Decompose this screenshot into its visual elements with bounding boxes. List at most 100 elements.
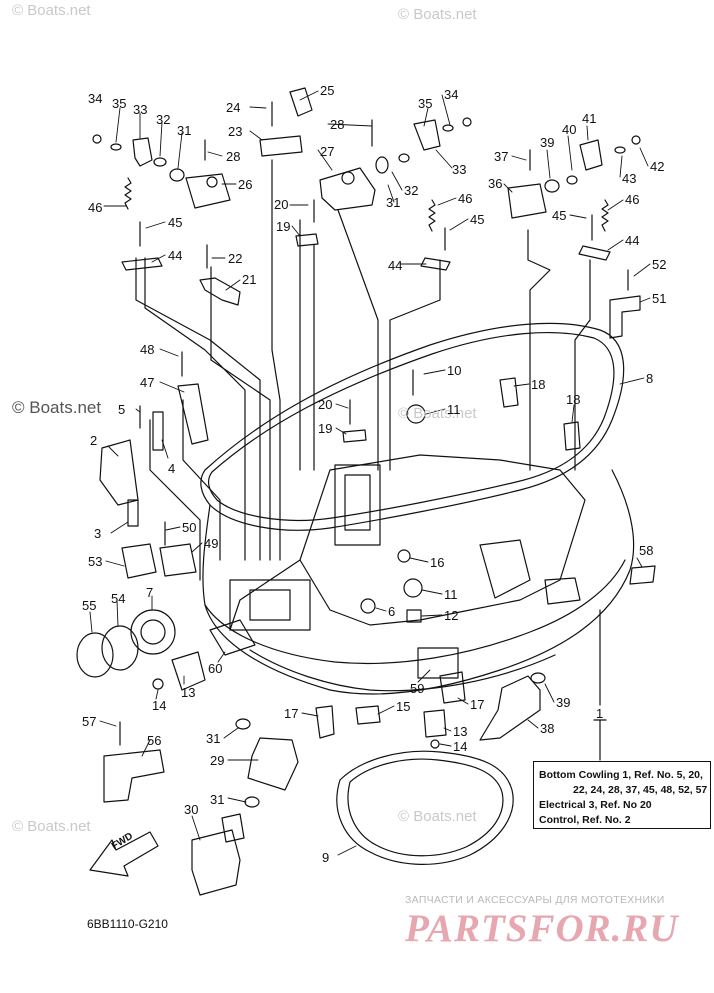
callout-number: 31 xyxy=(206,731,221,746)
ref-line xyxy=(337,209,379,471)
clamp-25 xyxy=(289,87,313,117)
callout-number: 38 xyxy=(540,721,555,736)
spring-46 xyxy=(601,199,609,232)
leader-line xyxy=(165,526,181,531)
plate-60 xyxy=(209,619,256,656)
leader-line xyxy=(391,171,403,191)
leader-line xyxy=(527,719,539,729)
ref-line xyxy=(389,259,441,471)
grommet-17 xyxy=(439,671,466,704)
grommet-31 xyxy=(244,796,260,808)
callout-number: 35 xyxy=(418,96,433,111)
callout-number: 52 xyxy=(652,257,667,272)
leader-line xyxy=(99,720,117,727)
grommet-13 xyxy=(423,709,447,738)
callout-number: 57 xyxy=(82,714,97,729)
callout-number: 51 xyxy=(652,291,667,306)
cover-30 xyxy=(191,829,241,896)
leader-line xyxy=(607,239,624,251)
clip-33 xyxy=(132,137,153,167)
block-27-boss xyxy=(341,171,355,185)
bracket-47 xyxy=(177,383,209,445)
callout-number: 4 xyxy=(168,461,176,476)
callout-number: 34 xyxy=(444,87,459,102)
leader-line xyxy=(423,107,429,127)
bracket-56 xyxy=(103,749,165,803)
leader-line xyxy=(116,600,119,627)
bracket-44 xyxy=(578,245,611,261)
grommet-54 xyxy=(101,625,139,671)
clip-41 xyxy=(579,139,603,171)
bracket-44 xyxy=(420,257,451,271)
leader-line xyxy=(161,439,169,459)
callout-number: 5 xyxy=(118,402,126,417)
lower-seal-inner xyxy=(347,758,504,857)
inner-bracket-slot xyxy=(344,474,371,531)
leader-line xyxy=(409,557,429,563)
leader-line xyxy=(423,369,446,375)
block-27 xyxy=(319,167,376,211)
leader-line xyxy=(375,607,387,612)
callout-number: 13 xyxy=(181,685,196,700)
callout-number: 16 xyxy=(430,555,445,570)
callout-number: 37 xyxy=(494,149,509,164)
grommet-11 xyxy=(406,404,426,424)
leader-line xyxy=(227,797,247,803)
callout-number: 27 xyxy=(320,144,335,159)
leader-line xyxy=(223,727,239,739)
leader-line xyxy=(135,408,141,413)
leader-line xyxy=(177,132,183,169)
leader-line xyxy=(425,408,446,415)
ref-line xyxy=(144,257,246,561)
callout-number: 7 xyxy=(146,585,154,600)
leader-line xyxy=(249,106,267,109)
ring-32 xyxy=(153,157,167,167)
connector-7-face xyxy=(140,619,166,645)
watermark: © Boats.net xyxy=(398,405,477,422)
leader-line xyxy=(387,184,395,203)
callout-number: 58 xyxy=(639,543,654,558)
callout-number: 14 xyxy=(152,698,167,713)
callout-number: 2 xyxy=(90,433,98,448)
block-26 xyxy=(185,173,231,209)
callout-number: 32 xyxy=(404,183,419,198)
callout-number: 13 xyxy=(453,724,468,739)
clip-53 xyxy=(121,543,157,579)
clip-3 xyxy=(127,499,139,527)
leader-line xyxy=(377,705,395,715)
brand-tagline: ЗАПЧАСТИ И АКСЕССУАРЫ ДЛЯ МОТОТЕХНИКИ xyxy=(405,894,665,906)
callout-number: 36 xyxy=(488,176,503,191)
cowling-lower-lip xyxy=(204,559,626,665)
leader-line xyxy=(217,651,226,663)
leader-line xyxy=(619,377,645,385)
callout-number: 21 xyxy=(242,272,257,287)
inner-bracket xyxy=(334,464,381,546)
leader-line xyxy=(417,669,431,683)
part-6 xyxy=(360,598,376,614)
ref-line xyxy=(527,229,551,471)
callout-number: 33 xyxy=(133,102,148,117)
leader-line xyxy=(607,199,624,211)
leader-line xyxy=(337,845,357,856)
callout-number: 45 xyxy=(552,208,567,223)
inner-boss xyxy=(544,577,581,605)
plate-19 xyxy=(295,233,319,247)
watermark: © Boats.net xyxy=(398,808,477,825)
leader-line xyxy=(291,225,301,237)
callout-number: 45 xyxy=(470,212,485,227)
callout-number: 11 xyxy=(444,587,458,602)
block-36 xyxy=(507,183,547,219)
plate-19 xyxy=(342,429,367,443)
callout-number: 54 xyxy=(111,591,126,606)
leader-line xyxy=(335,427,347,435)
callout-number: 48 xyxy=(140,342,155,357)
front-panel-recess xyxy=(249,589,291,621)
front-panel xyxy=(229,579,311,631)
cowling-rim-seal-inner xyxy=(207,332,615,521)
brand-logo[interactable]: PARTSFOR.RU xyxy=(405,907,679,950)
leader-line xyxy=(567,135,573,171)
watermark: © Boats.net xyxy=(398,6,477,23)
arm-38 xyxy=(479,675,541,741)
leader-line xyxy=(441,94,451,126)
leader-line xyxy=(151,254,166,263)
